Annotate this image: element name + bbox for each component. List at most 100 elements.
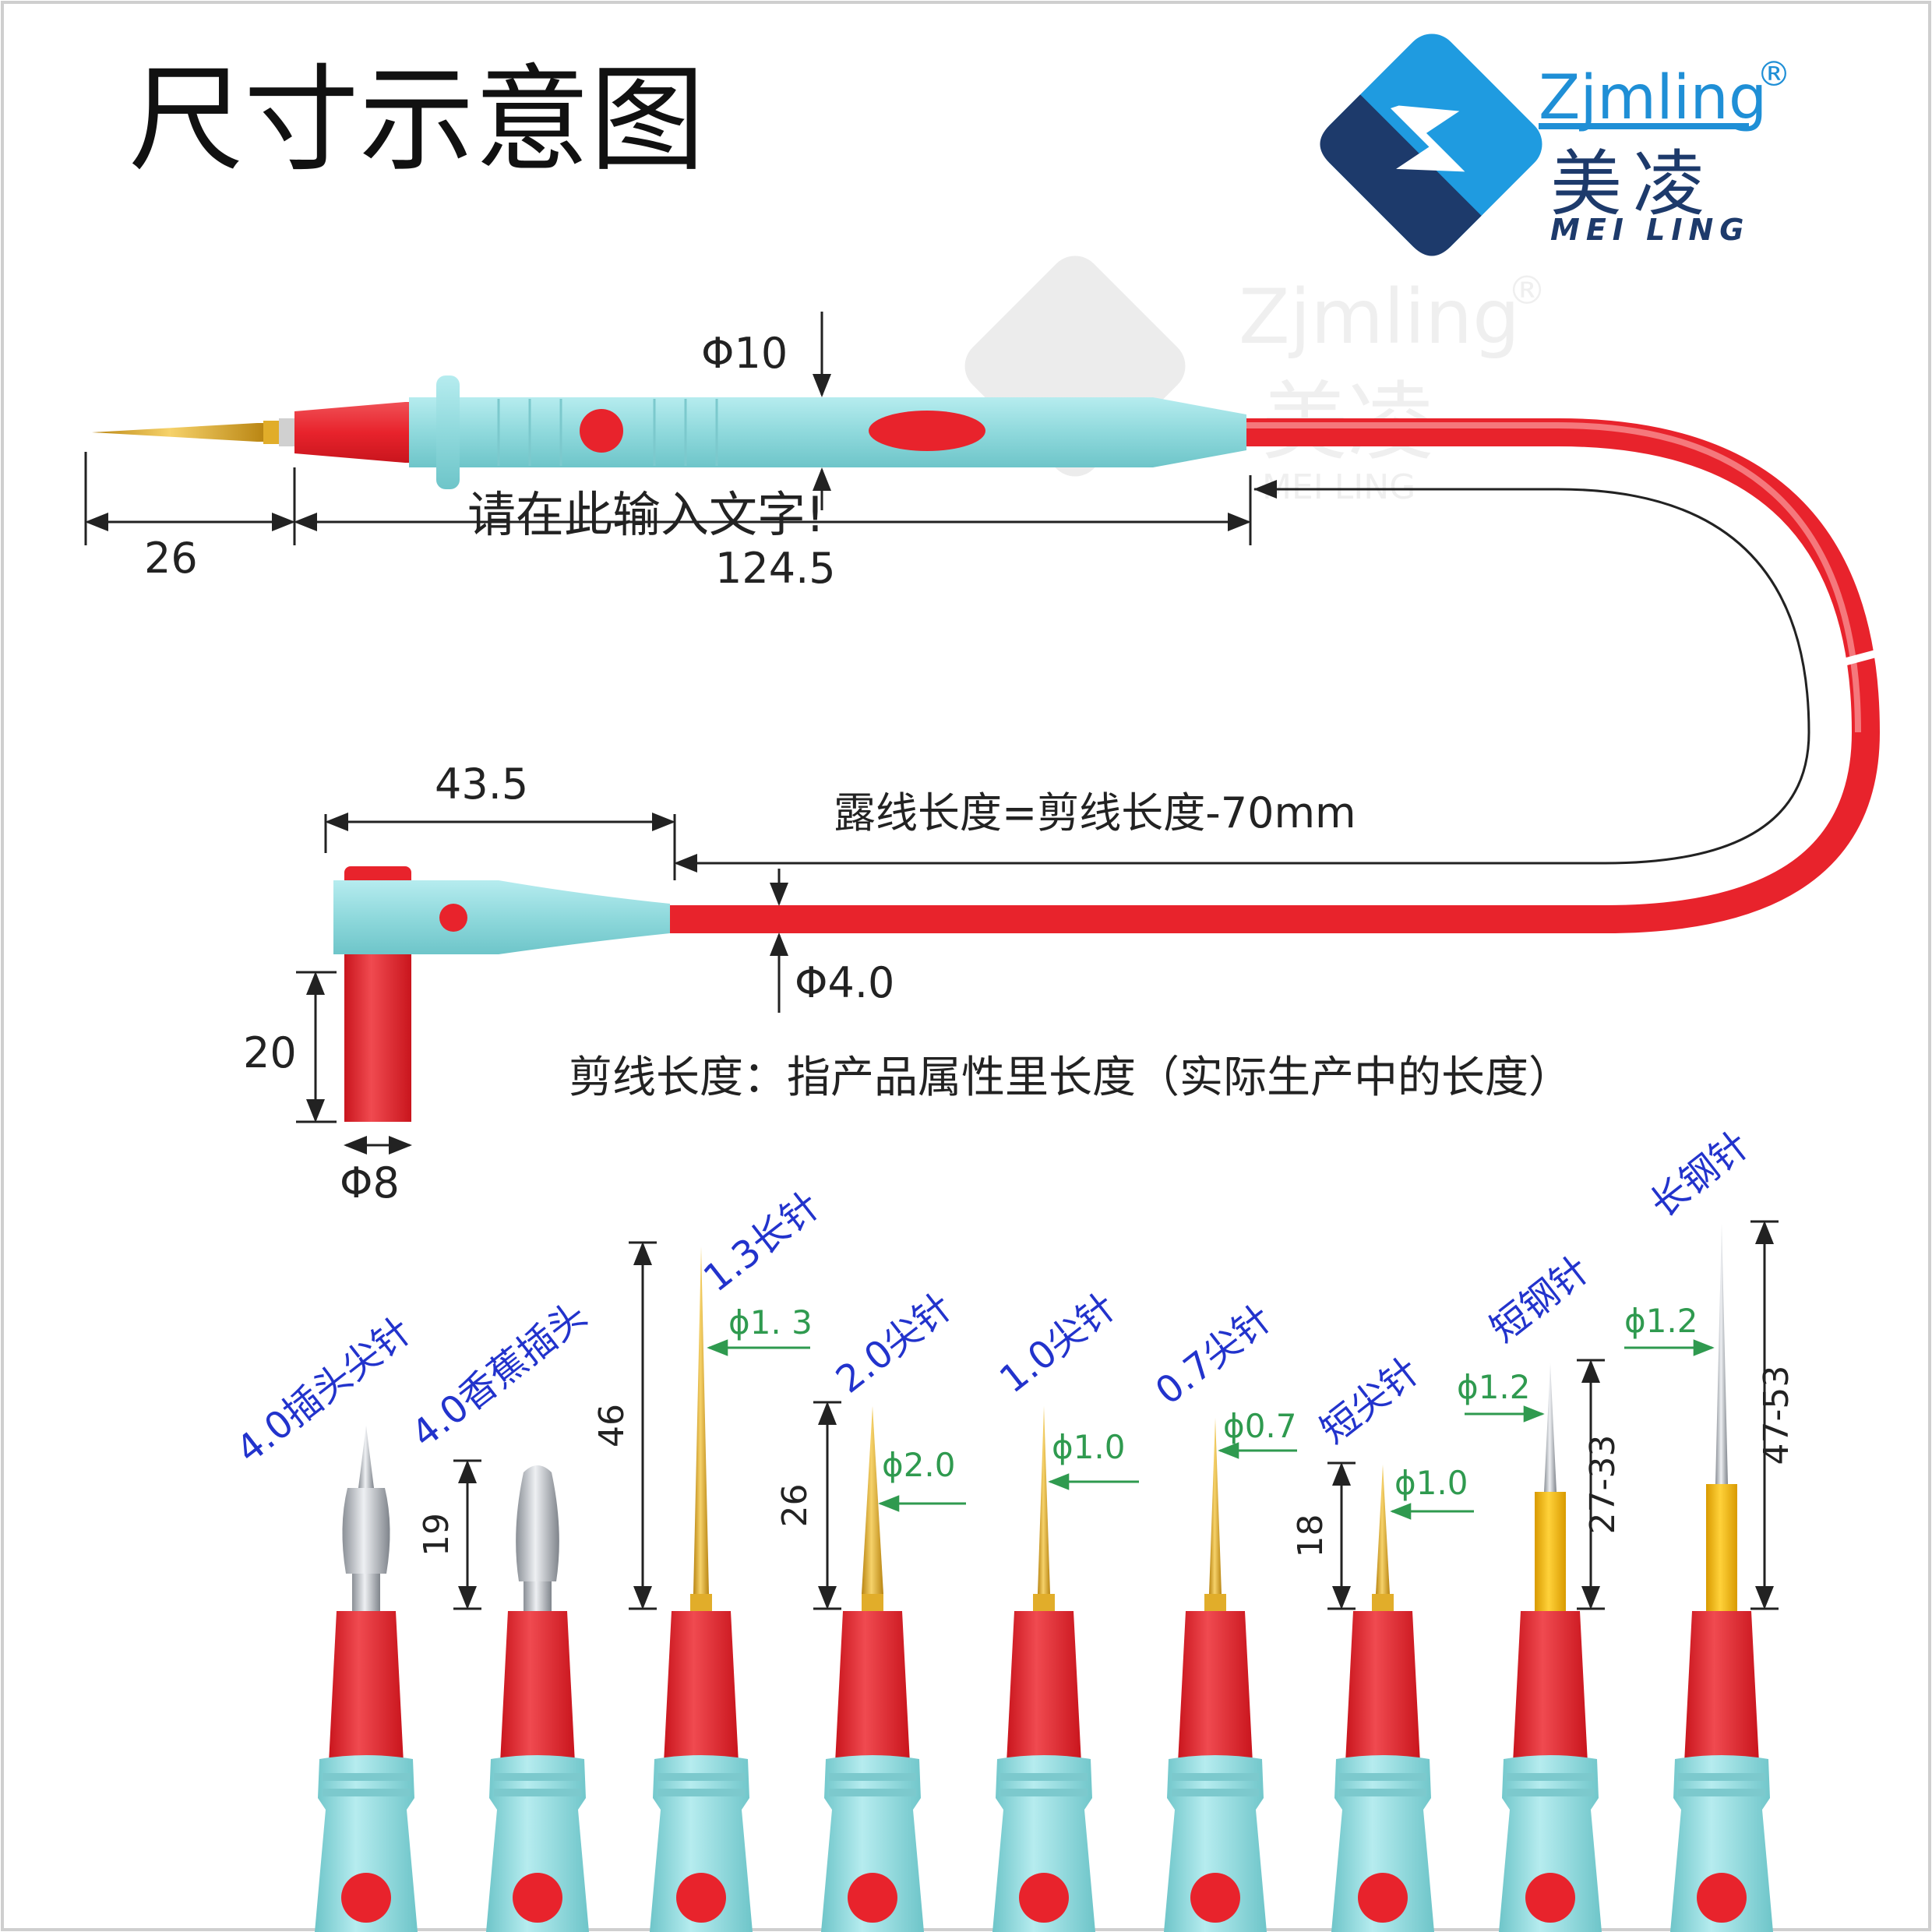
- cut-length-note: 剪线长度：指产品属性里长度（实际生产中的长度）: [569, 1052, 1572, 1103]
- tip-name-label: 1.0尖针: [992, 1285, 1124, 1401]
- tip-collar: [1372, 1594, 1394, 1611]
- dim-plug-diameter: Φ8: [340, 1158, 400, 1208]
- probe-assembly: Φ10 26 124.5 请在此输入文字! 露线长度=剪线长度-70mm 43.…: [84, 312, 1884, 1208]
- tip-needle: [358, 1426, 374, 1488]
- tip-length-label: 26: [775, 1484, 815, 1528]
- dim-exposed-wire-curve: [678, 488, 1810, 865]
- tip-handle-ridge: [1172, 1789, 1259, 1796]
- tip-handle-ridge: [1507, 1789, 1594, 1796]
- tip-cyan-handle: [1164, 1755, 1267, 1932]
- tip-length-label: 46: [592, 1404, 632, 1447]
- brand-name: Zjmling: [1539, 63, 1767, 133]
- logo-diamond-icon: [1320, 33, 1542, 256]
- plug-head: [333, 880, 419, 954]
- tip-diameter-label: ϕ1. 3: [728, 1303, 813, 1341]
- tip-handle-red-dot: [513, 1873, 562, 1923]
- tip-handle-ridge: [1507, 1773, 1594, 1781]
- probe-red-sleeve: [294, 402, 409, 463]
- tip-banana-body: [516, 1465, 559, 1581]
- tip-handle-ridge: [494, 1789, 581, 1796]
- tip-red-sleeve: [329, 1611, 404, 1763]
- tip-cyan-handle: [992, 1755, 1095, 1932]
- tip-item: 4.0插头尖针: [228, 1309, 420, 1932]
- tip-handle-ridge: [658, 1773, 745, 1781]
- brand-underline: [1539, 123, 1749, 129]
- dim-plug-height: 20: [243, 1028, 297, 1077]
- tip-cyan-handle: [1331, 1755, 1434, 1932]
- tip-handle-ridge: [323, 1789, 410, 1796]
- tip-length-label: 27-33: [1583, 1435, 1623, 1535]
- probe-needle-tip: [92, 423, 265, 442]
- tip-collar: [862, 1594, 883, 1611]
- tip-needle: [862, 1406, 883, 1594]
- cable: [666, 418, 1881, 933]
- tip-needle: [1376, 1465, 1390, 1594]
- tip-collar: [1033, 1594, 1055, 1611]
- tip-item: 1.3长针 46 ϕ1. 3: [592, 1183, 828, 1932]
- brand-registered-mark: ®: [1757, 55, 1791, 94]
- tip-red-sleeve: [1345, 1611, 1420, 1763]
- watermark-registered: ®: [1507, 268, 1546, 313]
- tip-needle: [1038, 1406, 1050, 1594]
- tip-diameter-label: ϕ1.2: [1624, 1302, 1698, 1340]
- probe-handle-body: [467, 397, 1246, 467]
- tip-handle-ridge: [1172, 1773, 1259, 1781]
- tip-banana-body: [342, 1488, 390, 1574]
- page-title: 尺寸示意图: [129, 53, 705, 187]
- tip-handle-red-dot: [1358, 1873, 1408, 1923]
- tip-name-label: 短尖针: [1313, 1349, 1428, 1453]
- dim-handle-diameter: Φ10: [701, 329, 788, 378]
- tip-name-label: 1.3长针: [696, 1183, 828, 1300]
- tip-diameter-label: ϕ1.0: [1052, 1428, 1126, 1466]
- tip-handle-ridge: [829, 1789, 916, 1796]
- tip-diameter-label: ϕ1.0: [1394, 1464, 1468, 1502]
- tip-collar: [524, 1581, 552, 1611]
- cable-break-mark: [1844, 647, 1884, 666]
- tip-handle-red-dot: [341, 1873, 391, 1923]
- probe-needle-ring: [279, 418, 294, 446]
- tip-needle: [1209, 1418, 1222, 1594]
- tip-collar: [1204, 1594, 1226, 1611]
- tip-handle-ridge: [658, 1789, 745, 1796]
- exposed-wire-formula: 露线长度=剪线长度-70mm: [834, 788, 1356, 837]
- tip-handle-red-dot: [848, 1873, 897, 1923]
- tip-length-label: 18: [1291, 1514, 1331, 1558]
- dim-plug-length: 43.5: [435, 760, 528, 809]
- tip-collar: [690, 1594, 712, 1611]
- brand-logo: Zjmling ® 美凌 MEI LING: [1320, 33, 1791, 256]
- probe-handle-red-dot: [580, 409, 623, 453]
- watermark: Zjmling ® 美凌 MEI LING: [964, 256, 1546, 507]
- tip-handle-ridge: [829, 1773, 916, 1781]
- tip-cyan-handle: [650, 1755, 753, 1932]
- tip-red-sleeve: [1684, 1611, 1759, 1763]
- tip-cyan-handle: [486, 1755, 589, 1932]
- watermark-name-en: MEI LING: [1262, 467, 1416, 507]
- tip-diameter-label: ϕ2.0: [882, 1446, 956, 1484]
- tip-handle-ridge: [1339, 1789, 1426, 1796]
- tip-handle-ridge: [1678, 1789, 1765, 1796]
- tip-cyan-handle: [821, 1755, 924, 1932]
- tip-steel-needle: [1544, 1363, 1557, 1492]
- dim-wire-diameter: Φ4.0: [795, 958, 894, 1007]
- tip-handle-red-dot: [1190, 1873, 1240, 1923]
- tip-handle-ridge: [1000, 1773, 1088, 1781]
- tip-red-sleeve: [664, 1611, 739, 1763]
- dim-tip-length: 26: [144, 534, 198, 583]
- tip-cyan-handle: [1499, 1755, 1602, 1932]
- tip-yellow-shank: [1706, 1484, 1737, 1611]
- tip-length-label: 19: [417, 1513, 457, 1557]
- tip-item: 1.0尖针 ϕ1.0: [992, 1285, 1139, 1932]
- tip-handle-ridge: [1339, 1773, 1426, 1781]
- tip-handle-ridge: [494, 1773, 581, 1781]
- probe-handle-grip-lines: [497, 399, 718, 466]
- tip-handle-ridge: [1000, 1789, 1088, 1796]
- brand-name-en: MEI LING: [1550, 213, 1750, 247]
